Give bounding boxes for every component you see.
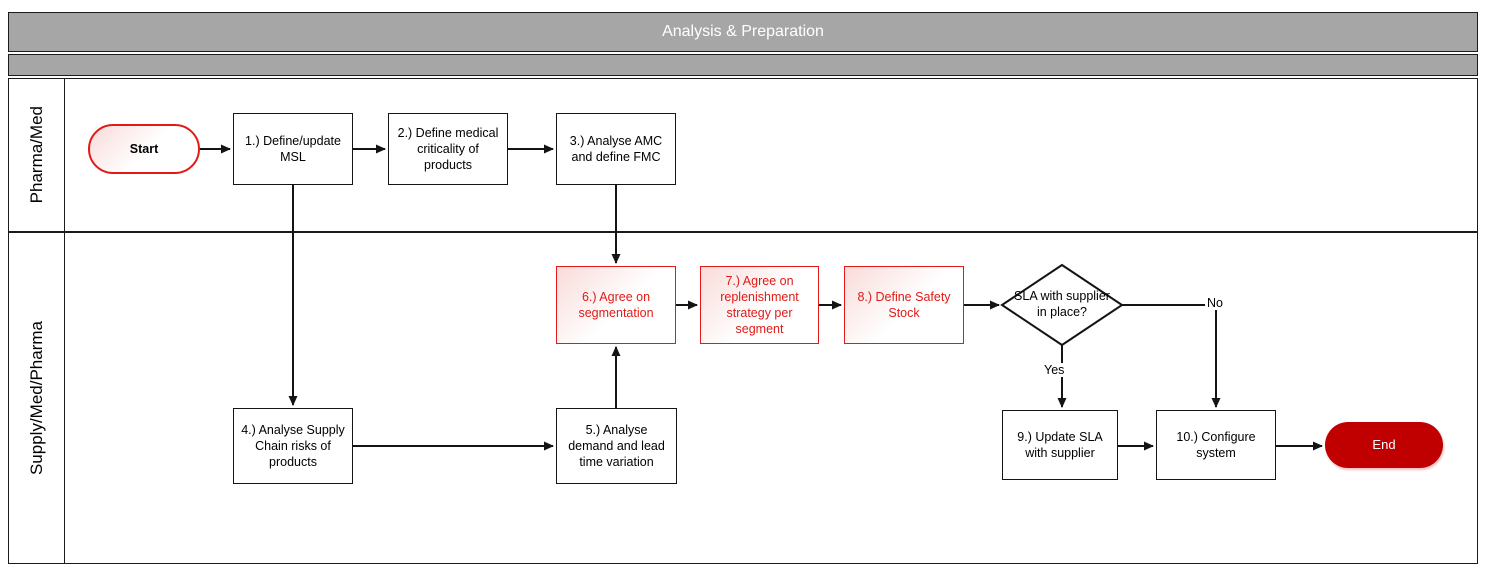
lane-label-cell: Pharma/Med xyxy=(9,79,65,231)
process-8-define-safety-stock: 8.) Define Safety Stock xyxy=(844,266,964,344)
decision-sla-label: SLA with supplier in place? xyxy=(1014,289,1110,319)
process-5-analyse-demand-lead-time: 5.) Analyse demand and lead time variati… xyxy=(556,408,677,484)
page-title: Analysis & Preparation xyxy=(662,23,824,40)
sub-header-bar xyxy=(8,54,1478,76)
process-1-define-update-msl: 1.) Define/update MSL xyxy=(233,113,353,185)
process-6-agree-on-segmentation: 6.) Agree on segmentation xyxy=(556,266,676,344)
lane-label-cell: Supply/Med/Pharma xyxy=(9,233,65,563)
process-3-analyse-amc-define-fmc: 3.) Analyse AMC and define FMC xyxy=(556,113,676,185)
process-2-define-medical-criticality: 2.) Define medical criticality of produc… xyxy=(388,113,508,185)
process-4-analyse-supply-chain-risks: 4.) Analyse Supply Chain risks of produc… xyxy=(233,408,353,484)
start-node: Start xyxy=(88,124,200,174)
end-node: End xyxy=(1325,422,1443,468)
yes-edge-label: Yes xyxy=(1042,363,1067,377)
decision-diamond xyxy=(1000,263,1124,347)
process-9-update-sla-with-supplier: 9.) Update SLA with supplier xyxy=(1002,410,1118,480)
title-bar: Analysis & Preparation xyxy=(8,12,1478,52)
no-edge-label: No xyxy=(1205,296,1225,310)
process-7-agree-replenishment-strategy: 7.) Agree on replenishment strategy per … xyxy=(700,266,819,344)
process-10-configure-system: 10.) Configure system xyxy=(1156,410,1276,480)
